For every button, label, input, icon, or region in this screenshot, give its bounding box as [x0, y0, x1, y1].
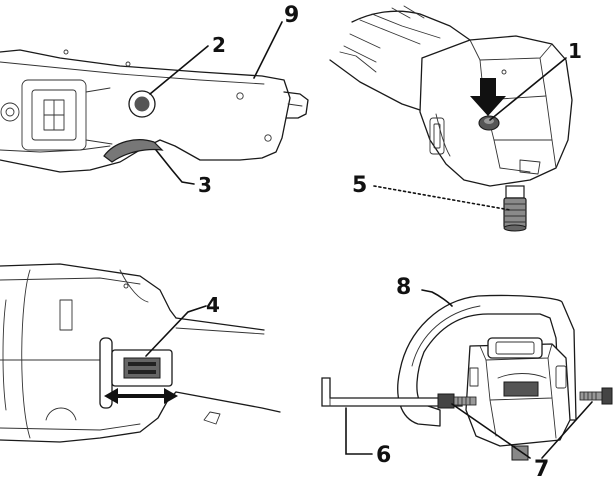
callout-1: 1 [568, 39, 582, 63]
d-handle-guard-icon [397, 294, 577, 427]
bolt-right-icon [579, 387, 613, 405]
panel-top-left-handle: 2 3 9 [0, 3, 309, 197]
press-down-arrow-icon [470, 78, 506, 116]
callout-8: 8 [396, 275, 411, 300]
callout-4: 4 [206, 293, 220, 317]
bolt-left-icon [437, 393, 477, 409]
callout-7: 7 [534, 457, 549, 482]
slide-switch-knob-icon [123, 357, 161, 379]
callout-5: 5 [352, 173, 367, 198]
panel-bottom-right-guard: 8 6 7 [321, 275, 613, 482]
callout-6: 6 [376, 443, 391, 468]
spindle-shaft-icon [503, 197, 527, 229]
callout-3: 3 [198, 173, 212, 197]
callout-9: 9 [284, 3, 299, 28]
panel-bottom-left-side: 4 [0, 263, 281, 443]
panel-top-right-head: 1 5 [329, 5, 582, 232]
lock-off-button-center-icon [134, 96, 150, 112]
callout-2: 2 [212, 33, 226, 57]
trigger-icon [103, 139, 164, 163]
